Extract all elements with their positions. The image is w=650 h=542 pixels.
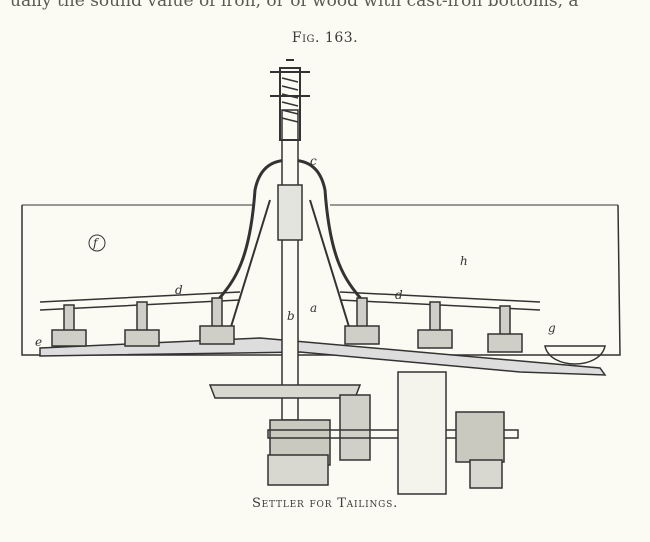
tank-bottom [39, 337, 607, 376]
bevel-gear [208, 384, 362, 399]
body-text-top-line: ually the sound value of iron, or of woo… [10, 0, 579, 11]
label-a: a [310, 301, 317, 315]
screw-adjuster [270, 59, 310, 141]
stirrer-shoes [51, 297, 523, 353]
label-g: g [548, 321, 556, 335]
pulley [397, 371, 447, 495]
horizontal-shaft [267, 429, 519, 439]
central-shaft [281, 109, 299, 421]
tank-outline [21, 204, 621, 356]
label-e: e [35, 335, 42, 349]
figure-caption: Settler for Tailings. [251, 496, 399, 511]
label-d-left: d [175, 283, 183, 297]
label-b: b [287, 309, 295, 323]
figure-number: Fig. 163. [291, 30, 359, 46]
label-c: c [310, 154, 317, 168]
label-d-right: d [395, 288, 403, 302]
discharge-bowl [544, 345, 606, 365]
label-f: f [92, 236, 100, 250]
bearing-right [455, 411, 505, 463]
label-h: h [460, 254, 468, 268]
